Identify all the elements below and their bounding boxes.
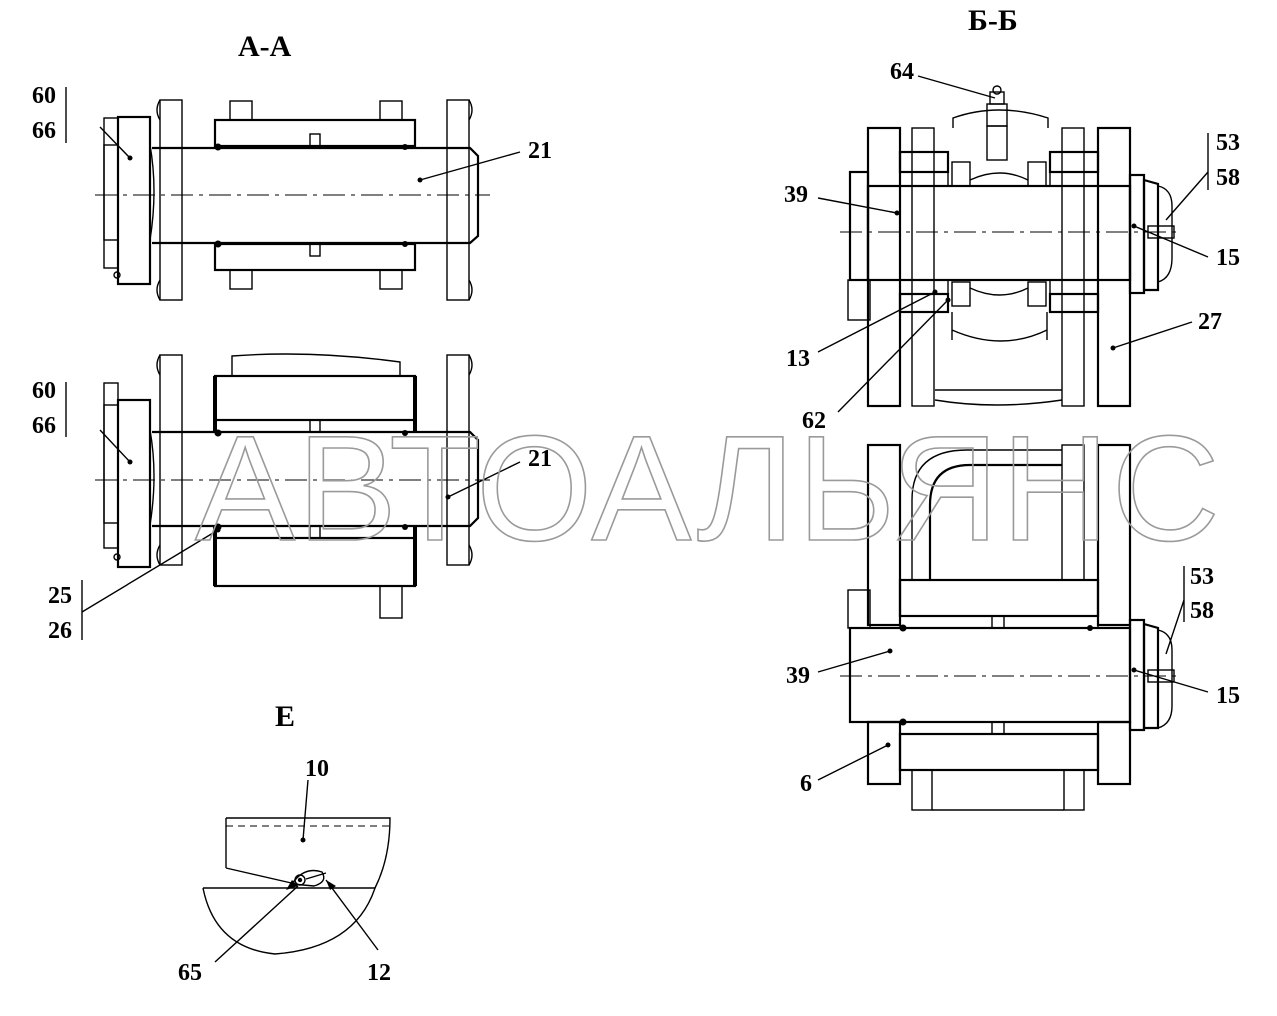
label-bb1-53: 53 [1216,130,1240,156]
label-aa1-66: 66 [32,118,56,144]
title-view-e: Е [275,700,295,733]
label-bb2-15: 15 [1216,683,1240,709]
label-bb1-39: 39 [784,182,808,208]
label-bb1-27: 27 [1198,309,1222,335]
view-bb-bottom [817,443,1209,811]
view-aa-top [65,87,521,301]
label-aa2-26: 26 [48,618,72,644]
label-bb2-6: 6 [800,771,812,797]
label-e-12: 12 [367,960,391,986]
label-bb2-39: 39 [786,663,810,689]
label-bb2-53: 53 [1190,564,1214,590]
label-bb1-64: 64 [890,59,914,85]
label-aa1-60: 60 [32,83,56,109]
view-aa-bottom [65,353,521,640]
watermark: АВТОАЛЬЯНС [195,404,1222,572]
view-e [202,779,391,963]
view-bb-top [817,75,1209,413]
label-aa1-21: 21 [528,138,552,164]
label-bb1-15: 15 [1216,245,1240,271]
title-section-aa: А-А [238,30,292,63]
label-bb2-58: 58 [1190,598,1214,624]
label-aa2-66: 66 [32,413,56,439]
label-e-10: 10 [305,756,329,782]
label-bb1-62: 62 [802,408,826,434]
label-e-65: 65 [178,960,202,986]
label-aa2-21: 21 [528,446,552,472]
label-bb1-58: 58 [1216,165,1240,191]
label-aa2-25: 25 [48,583,72,609]
label-bb1-13: 13 [786,346,810,372]
label-aa2-60: 60 [32,378,56,404]
title-section-bb: Б-Б [968,4,1018,37]
